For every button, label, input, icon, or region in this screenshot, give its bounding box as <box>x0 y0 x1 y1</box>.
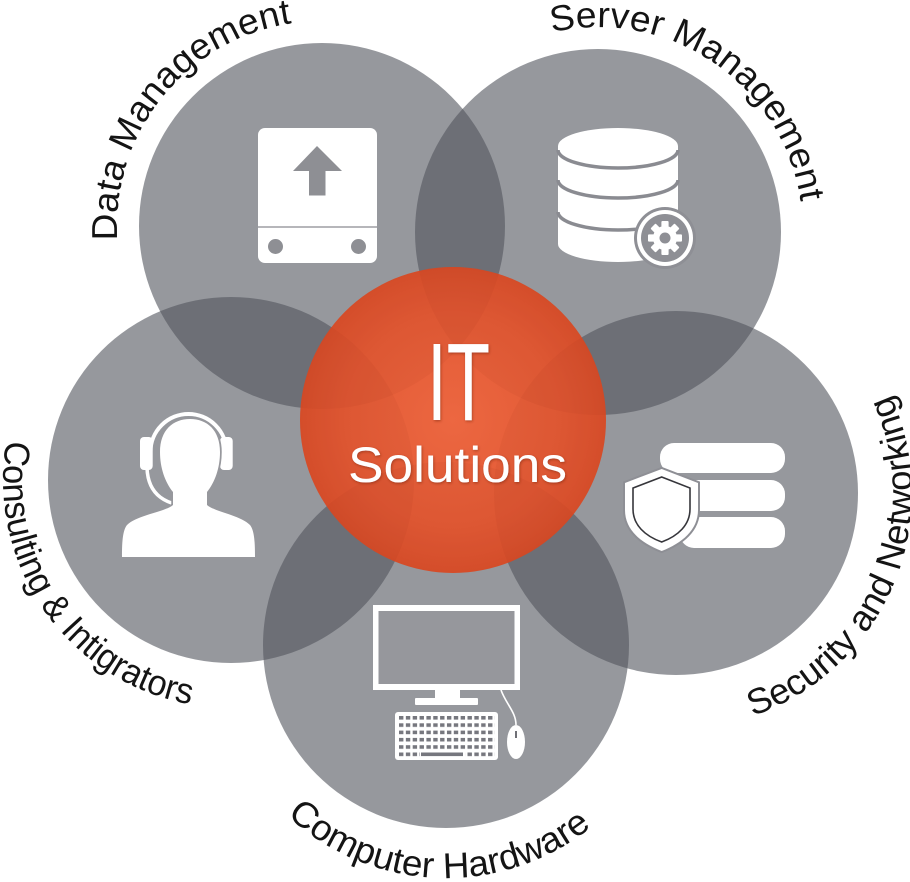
drive-upload-icon <box>258 128 377 263</box>
mouse-icon <box>500 689 525 759</box>
gear-icon <box>634 207 696 269</box>
shield-server-icon <box>623 443 785 554</box>
center-title-line1: IT <box>427 321 490 444</box>
monitor-icon <box>373 605 520 705</box>
shield-icon <box>623 466 700 554</box>
desktop-computer-icon <box>373 605 525 760</box>
person-silhouette <box>120 417 257 559</box>
center-title-line2: Solutions <box>348 437 567 493</box>
database-gear-icon <box>556 128 696 269</box>
headset-support-icon <box>120 412 257 559</box>
keyboard-icon <box>395 712 498 760</box>
